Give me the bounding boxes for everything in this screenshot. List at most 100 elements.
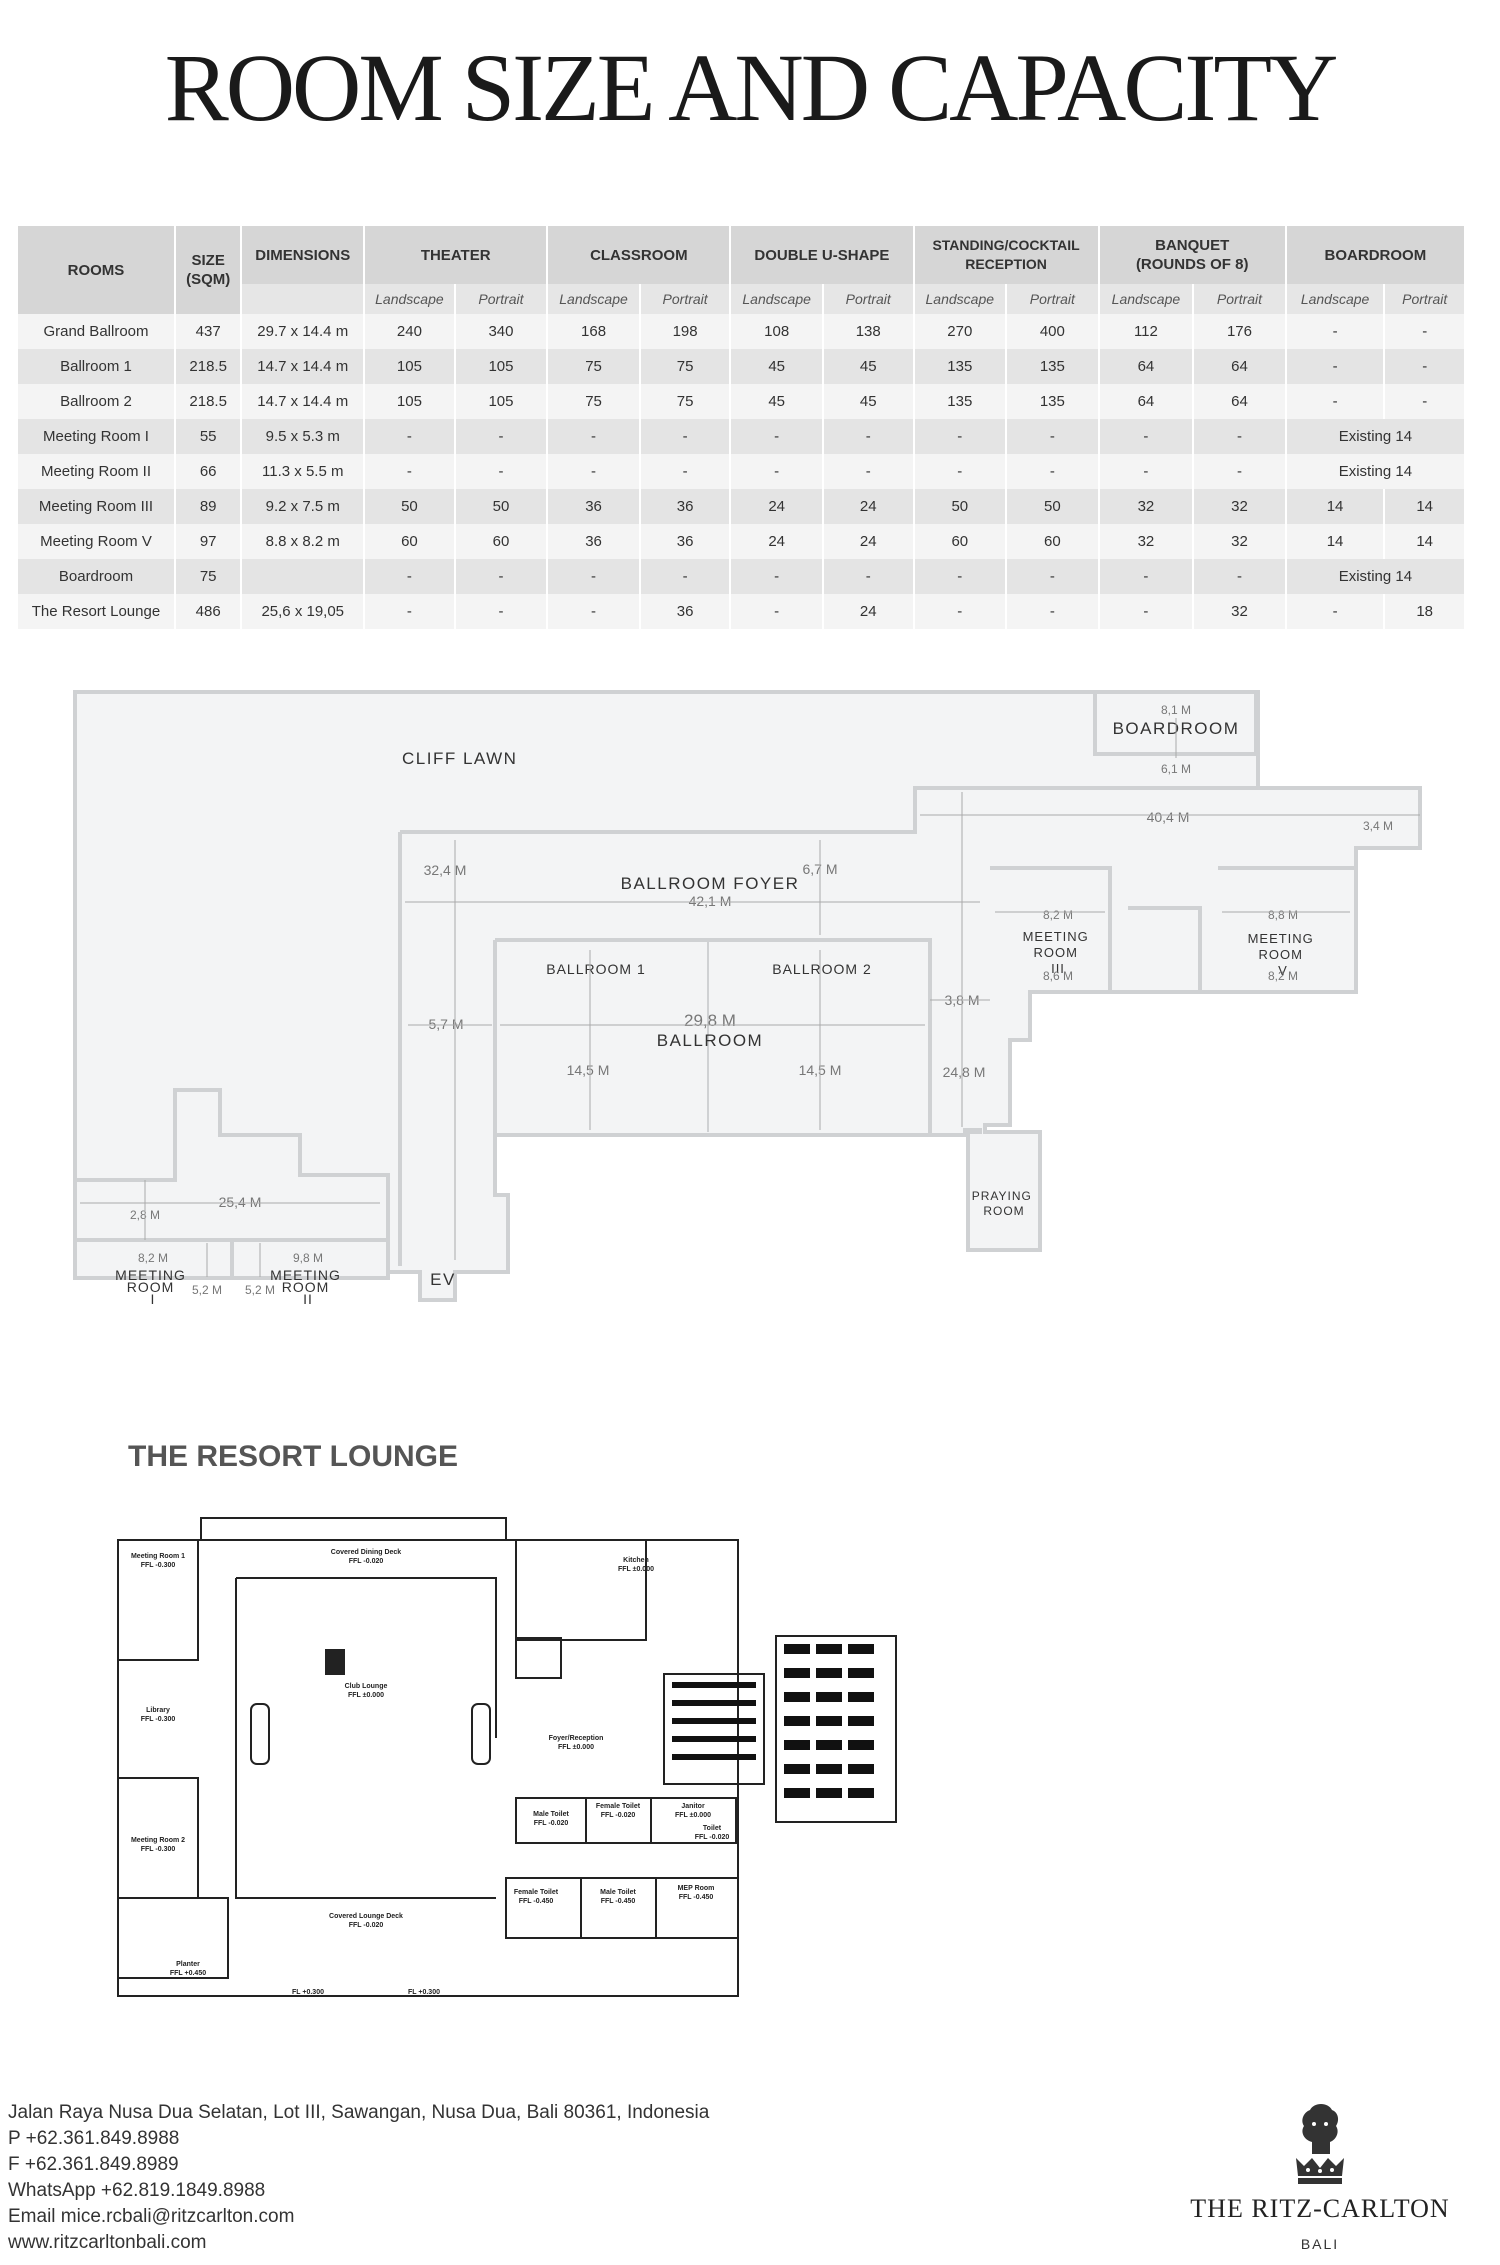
capacity-cell: - [1098,419,1195,454]
meeting-room-2-width-label: 9,8 M [293,1251,323,1265]
room-name-cell: Grand Ballroom [18,314,176,349]
total-length-label: 40,4 M [1147,809,1190,825]
header-dimensions-sub [241,284,366,314]
capacity-cell: - [364,454,456,489]
capacity-cell: - [822,559,915,594]
capacity-cell: - [822,419,915,454]
header-double-u: DOUBLE U-SHAPE [730,226,915,284]
fax: F +62.361.849.8989 [8,2154,179,2175]
floor-level-1-label: FL +0.300 [292,1989,324,1996]
capacity-cell: 64 [1193,349,1287,384]
brand-name: THE RITZ-CARLTON [1190,2194,1450,2223]
capacity-cell: 32 [1193,524,1287,559]
capacity-cell: - [1193,454,1287,489]
size-cell: 97 [174,524,243,559]
meeting-room-3-depth-label: 8,6 M [1043,969,1073,983]
capacity-table: ROOMS SIZE(SQM) DIMENSIONS THEATER CLASS… [18,226,1467,629]
capacity-cell: - [913,419,1008,454]
capacity-cell: 75 [639,384,732,419]
ballroom-floor-plan: CLIFF LAWN BOARDROOM 8,1 M 6,1 M BALLROO… [73,690,1422,1307]
whatsapp[interactable]: WhatsApp +62.819.1849.8988 [8,2180,266,2201]
meeting-room-3-width-label: 8,2 M [1043,908,1073,922]
room-name-cell: Meeting Room V [18,524,176,559]
capacity-cell: 14 [1285,489,1386,524]
capacity-cell: 32 [1098,489,1195,524]
subheader-portrait: Portrait [1193,284,1287,314]
room-name-cell: Boardroom [18,559,176,594]
capacity-cell: - [1006,559,1100,594]
capacity-cell: - [547,559,641,594]
capacity-cell: - [730,594,824,629]
capacity-cell: - [547,454,641,489]
lounge-plan-walls [117,1517,897,1997]
capacity-cell: 270 [913,314,1008,349]
capacity-cell: - [454,419,549,454]
room-name-cell: Meeting Room III [18,489,176,524]
subheader-portrait: Portrait [1384,284,1466,314]
capacity-cell: - [1285,314,1386,349]
capacity-cell: 135 [1006,349,1100,384]
phone[interactable]: P +62.361.849.8988 [8,2128,180,2149]
capacity-cell: 138 [822,314,915,349]
capacity-cell: 45 [730,349,824,384]
capacity-cell: 105 [364,349,456,384]
capacity-cell: - [364,419,456,454]
capacity-cell: 32 [1193,489,1287,524]
floor-level-2-label: FL +0.300 [408,1989,440,1996]
size-cell: 89 [174,489,243,524]
capacity-cell: 108 [730,314,824,349]
capacity-cell: - [1006,454,1100,489]
room-name-cell: Meeting Room I [18,419,176,454]
boardroom-width-label: 8,1 M [1161,703,1191,717]
capacity-cell: - [639,419,732,454]
capacity-cell: 45 [730,384,824,419]
capacity-cell: 50 [364,489,456,524]
resort-lounge-title: THE RESORT LOUNGE [128,1440,459,1473]
capacity-cell: 176 [1193,314,1287,349]
capacity-cell: 32 [1098,524,1195,559]
capacity-cell: - [730,419,824,454]
subheader-portrait: Portrait [639,284,732,314]
address: Jalan Raya Nusa Dua Selatan, Lot III, Sa… [8,2102,710,2123]
dimensions-cell: 8.8 x 8.2 m [241,524,366,559]
capacity-cell: - [1006,594,1100,629]
left-depth-label: 32,4 M [424,862,467,878]
page-title: ROOM SIZE AND CAPACITY [164,34,1339,141]
subheader-landscape: Landscape [364,284,456,314]
meeting-room-2-depth-label: 5,2 M [245,1283,275,1297]
capacity-cell: - [1285,594,1386,629]
capacity-cell: 24 [730,524,824,559]
capacity-cell: - [547,594,641,629]
ballroom-length-label: 29,8 M [684,1011,736,1030]
capacity-cell: - [1193,559,1287,594]
size-cell: 218.5 [174,384,243,419]
capacity-cell: 50 [1006,489,1100,524]
email[interactable]: Email mice.rcbali@ritzcarlton.com [8,2206,295,2227]
capacity-cell: 75 [547,384,641,419]
capacity-cell: 36 [547,489,641,524]
subheader-portrait: Portrait [454,284,549,314]
subheader-portrait: Portrait [1006,284,1100,314]
size-cell: 437 [174,314,243,349]
capacity-cell: 64 [1193,384,1287,419]
capacity-cell: - [1285,349,1386,384]
capacity-cell: - [454,454,549,489]
capacity-cell: - [730,559,824,594]
website[interactable]: www.ritzcarltonbali.com [8,2232,207,2253]
